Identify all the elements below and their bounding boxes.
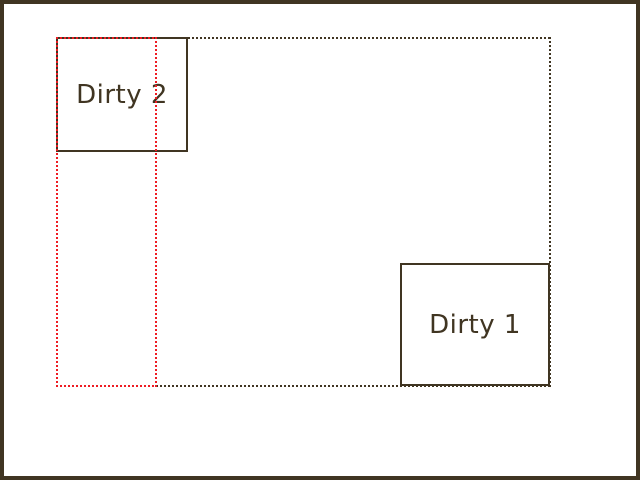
dirty-rect-1-box: Dirty 1 [400,263,550,386]
dirty-rect-2-label: Dirty 2 [76,79,168,110]
dirty-rect-2-box: Dirty 2 [56,37,188,152]
dirty-rect-1-label: Dirty 1 [429,309,521,340]
